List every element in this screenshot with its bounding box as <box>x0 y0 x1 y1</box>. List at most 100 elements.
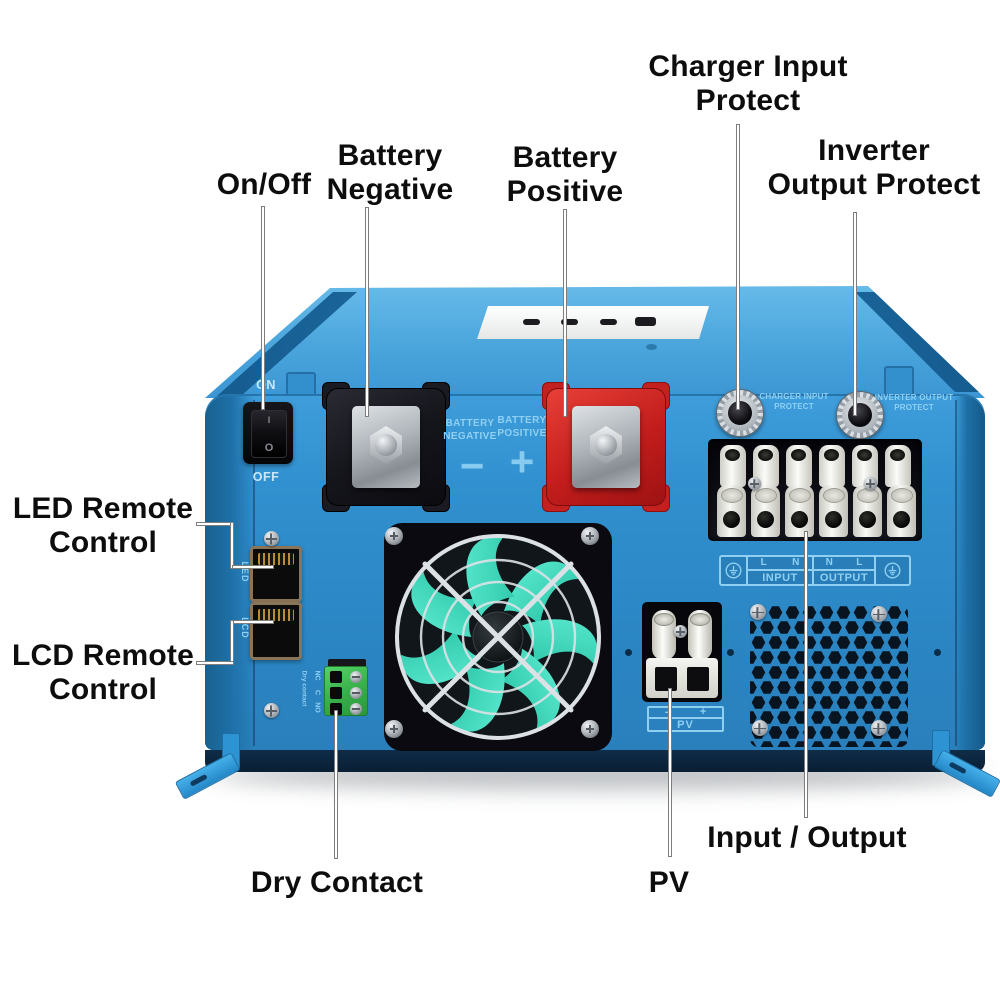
lcd-port-print: LCD <box>240 617 250 639</box>
terminal-screw-post <box>853 485 882 537</box>
dry-no-print: NO <box>313 702 321 713</box>
cooling-fan <box>384 523 612 751</box>
terminal-stud <box>375 434 397 456</box>
leader-led-remote <box>196 522 234 526</box>
terminal-stud <box>595 434 617 456</box>
ground-icon <box>725 562 742 579</box>
rocker-off-mark: O <box>264 442 274 454</box>
input-letters: L N <box>748 557 812 571</box>
callout-battery-negative: Battery Negative <box>326 139 454 206</box>
mounting-flange-right <box>932 730 1000 798</box>
pv-terminal-post <box>652 610 676 660</box>
leader-inverter-output-protect <box>853 212 857 416</box>
input-n: N <box>792 557 800 568</box>
pv-plus-print: + <box>699 706 707 718</box>
device-right-side-face <box>955 396 985 750</box>
ground-icon <box>884 562 901 579</box>
callout-battery-positive: Battery Positive <box>506 141 624 208</box>
terminal-screw-post <box>887 485 916 537</box>
dry-contact-caption-print: Dry contact <box>300 670 308 707</box>
callout-inverter-output-protect: Inverter Output Protect <box>767 134 981 201</box>
mounting-flange-left <box>170 733 241 800</box>
leader-on-off <box>261 206 265 410</box>
input-name: INPUT <box>762 571 798 584</box>
terminal-screw-post <box>885 445 911 487</box>
plus-symbol-print: + <box>509 438 535 485</box>
rocker-on-mark: I <box>267 415 271 425</box>
front-right-edge <box>955 400 957 746</box>
battery-positive-print: BATTERY POSITIVE <box>497 415 547 439</box>
pv-terminal-body <box>646 658 718 698</box>
ground-cell <box>876 557 909 584</box>
power-switch: I O <box>243 402 293 464</box>
callout-lcd-remote-control: LCD Remote Control <box>11 639 194 706</box>
terminal-screw-post <box>753 445 779 487</box>
battery-negative-print: BATTERY NEGATIVE <box>443 418 497 442</box>
pv-terminal-post <box>688 610 712 660</box>
switch-off-print: OFF <box>252 470 280 484</box>
screw-icon <box>264 703 279 718</box>
input-output-label-box: L N INPUT N L OUTPUT <box>719 555 911 586</box>
battery-negative-terminal <box>322 382 450 512</box>
output-l: L <box>856 557 863 568</box>
rj45-pins <box>258 553 294 565</box>
input-l: L <box>760 557 767 568</box>
flange-slot <box>948 761 967 775</box>
inverter-breaker-print: INVERTER OUTPUT PROTECT <box>874 393 954 412</box>
ground-cell <box>721 557 748 584</box>
cover-notch-right <box>884 366 914 396</box>
leader-lcd-remote <box>196 661 234 665</box>
callout-input-output: Input / Output <box>707 821 907 854</box>
dry-contact-cap <box>328 659 366 669</box>
terminal-screw-post <box>785 485 814 537</box>
device-bottom-edge <box>205 750 985 772</box>
pv-name-print: PV <box>677 719 694 731</box>
top-port-icon <box>635 317 656 326</box>
top-port-icon <box>523 319 540 325</box>
leader-led-remote <box>232 565 274 569</box>
screw-icon <box>750 604 766 620</box>
dry-c-print: C <box>313 689 321 696</box>
pv-polarity-row: - + <box>649 706 722 719</box>
leader-lcd-remote <box>232 620 274 624</box>
callout-pv: PV <box>648 866 690 899</box>
switch-on-print: ON <box>256 378 276 392</box>
breaker-button <box>728 401 752 425</box>
pv-label-box: - + PV <box>647 706 724 732</box>
charger-breaker-print: CHARGER INPUT PROTECT <box>759 392 829 411</box>
power-switch-rocker: I O <box>251 410 287 458</box>
input-cell: L N INPUT <box>748 557 814 584</box>
top-port-icon <box>600 319 617 325</box>
flange-foot <box>174 752 241 800</box>
pv-minus-print: - <box>664 706 669 718</box>
dry-contact-connector <box>324 666 368 716</box>
callout-dry-contact: Dry Contact <box>250 866 424 899</box>
dry-contact-pin-hole <box>330 687 342 699</box>
breaker-button <box>848 403 872 427</box>
rj45-pins <box>258 609 294 621</box>
leader-battery-positive <box>563 209 567 417</box>
callout-on-off: On/Off <box>216 168 312 201</box>
panel-hole <box>625 649 632 656</box>
terminal-screw-post <box>717 485 746 537</box>
screw-icon <box>674 625 687 638</box>
fan-screws <box>385 527 599 738</box>
top-connector-panel <box>477 306 709 339</box>
callout-led-remote-control: LED Remote Control <box>12 492 194 559</box>
screw-icon <box>871 720 887 736</box>
output-cell: N L OUTPUT <box>814 557 876 584</box>
top-port-icon <box>561 319 578 325</box>
panel-hole <box>727 649 734 656</box>
leader-pv <box>668 688 672 857</box>
screw-icon <box>871 606 887 622</box>
screw-icon <box>752 720 768 736</box>
flange-foot <box>933 749 1000 798</box>
output-letters: N L <box>814 557 874 571</box>
led-remote-port <box>250 546 302 602</box>
fan-grill <box>395 534 601 740</box>
leader-dry-contact <box>334 710 338 859</box>
terminal-screw-post <box>751 485 780 537</box>
pv-wire-opening <box>655 667 677 691</box>
pv-terminal-block <box>642 602 722 702</box>
lcd-remote-port <box>250 602 302 660</box>
